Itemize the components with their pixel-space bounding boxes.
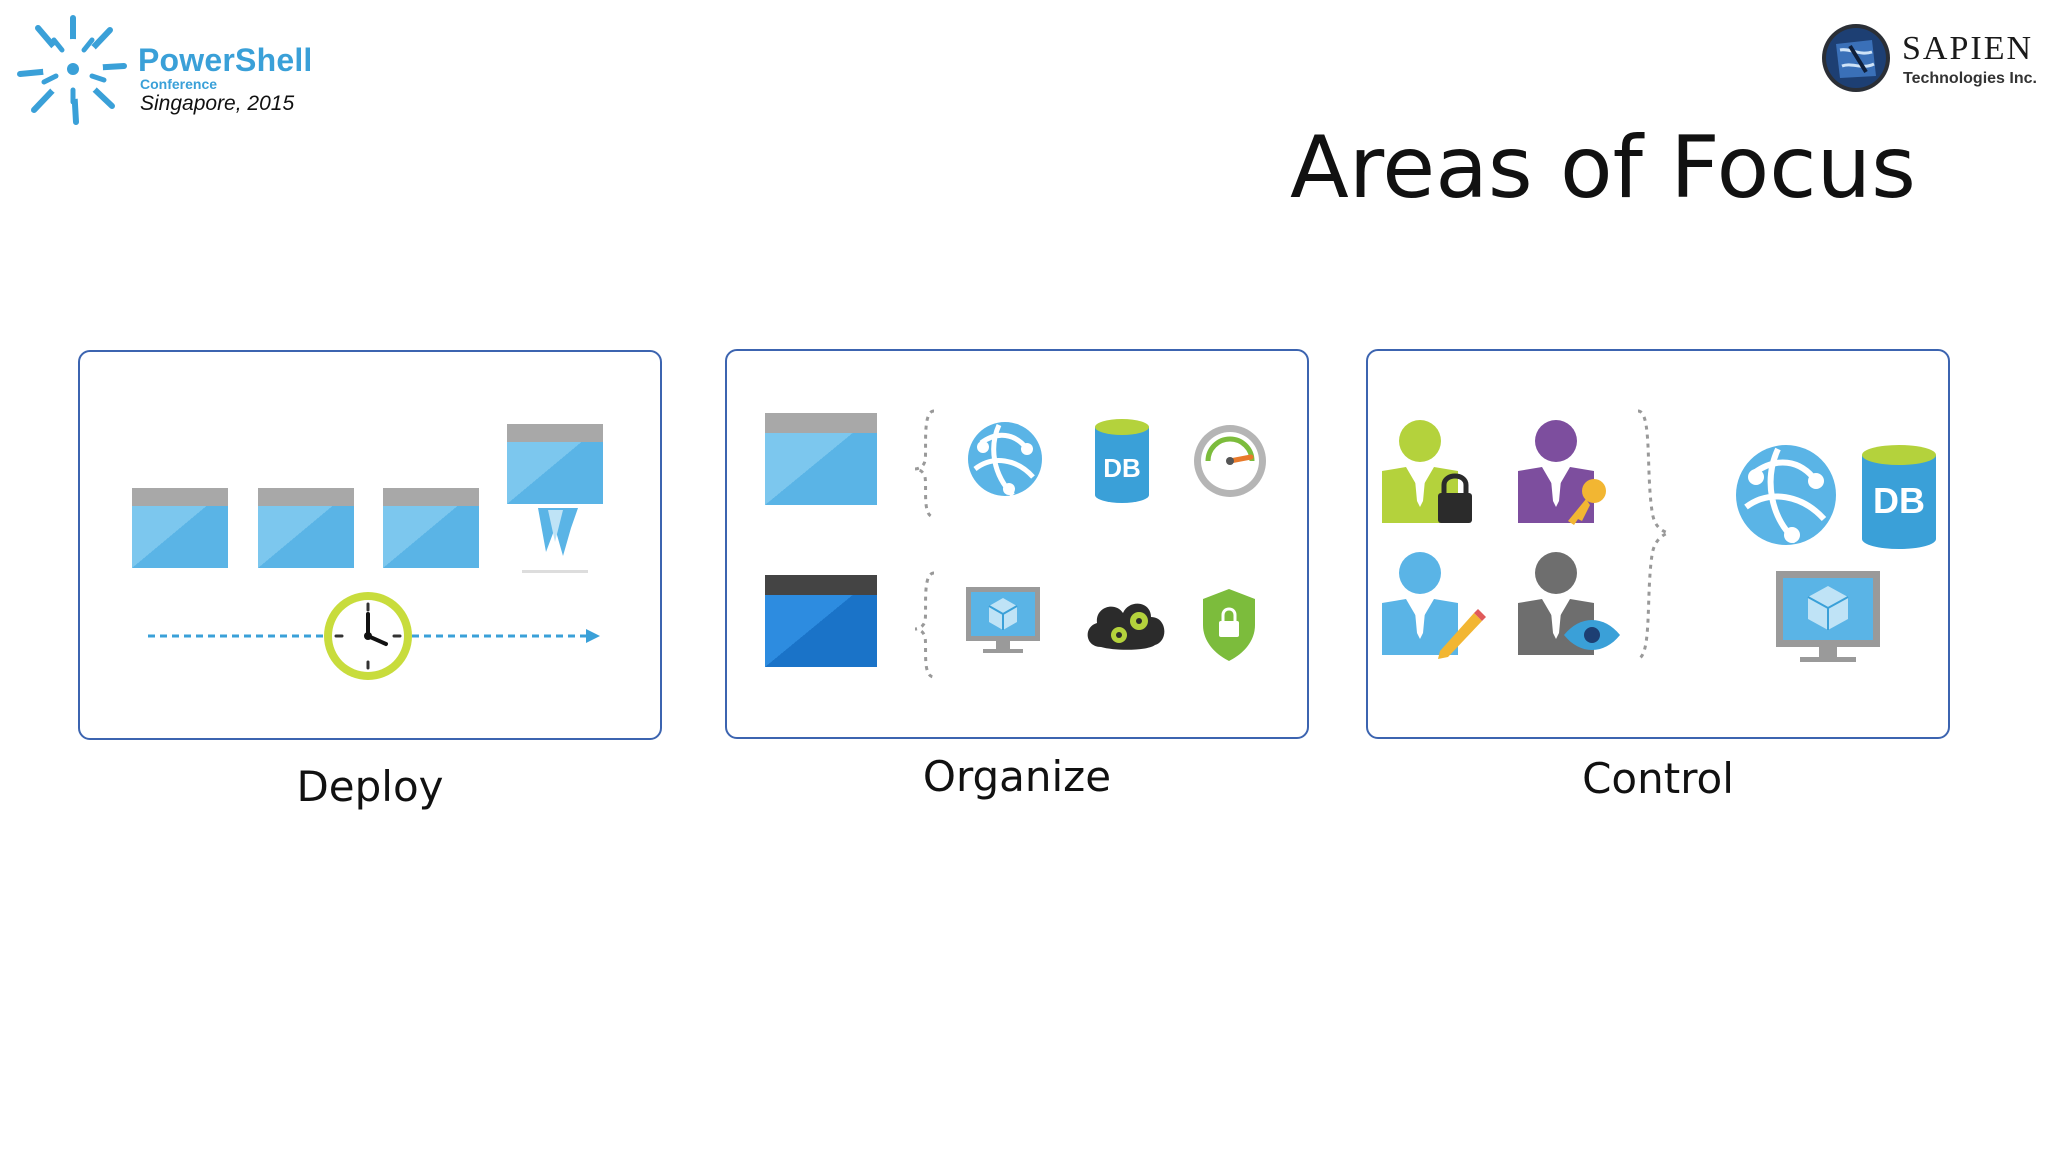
conference-logo: PowerShell Conference Singapore, 2015 — [10, 6, 313, 126]
shield-lock-icon — [1203, 589, 1255, 661]
window-icon — [132, 488, 228, 568]
organize-illustration: DB — [765, 409, 1266, 679]
conference-name: PowerShell — [138, 42, 313, 78]
organize-panel: DB — [725, 349, 1309, 739]
user-edit-icon — [1382, 552, 1486, 659]
user-key-icon — [1518, 420, 1606, 525]
deploy-panel — [78, 350, 662, 740]
sponsor-logo: SAPIEN Technologies Inc. — [1820, 22, 2046, 102]
cloud-gears-icon — [1087, 603, 1165, 650]
deploy-illustration — [132, 424, 603, 680]
db-label: DB — [1873, 480, 1925, 521]
vm-monitor-icon — [966, 587, 1040, 653]
rocket-icon — [507, 424, 603, 573]
database-icon: DB — [1095, 419, 1149, 503]
conference-subtitle: Conference — [140, 76, 218, 92]
db-label: DB — [1103, 453, 1141, 483]
vm-monitor-icon — [1776, 571, 1880, 662]
sponsor-name: SAPIEN — [1902, 30, 2034, 67]
conference-location: Singapore, 2015 — [140, 92, 295, 115]
control-caption: Control — [1582, 754, 1734, 803]
deploy-caption: Deploy — [296, 762, 444, 811]
bracket — [914, 409, 935, 679]
web-globe-icon — [1736, 445, 1836, 545]
web-globe-icon — [968, 422, 1042, 497]
user-view-icon — [1518, 552, 1620, 655]
gauge-icon — [1194, 425, 1266, 497]
user-lock-icon — [1382, 420, 1472, 523]
organize-caption: Organize — [922, 752, 1112, 801]
sponsor-subtitle: Technologies Inc. — [1903, 70, 2037, 87]
sapien-badge-icon — [1822, 24, 1890, 92]
powershell-star-icon — [17, 15, 127, 125]
database-icon: DB — [1862, 445, 1936, 549]
control-illustration: DB — [1382, 409, 1936, 662]
window-icon — [383, 488, 479, 568]
window-icon — [258, 488, 354, 568]
control-panel: DB — [1366, 349, 1950, 739]
slide-title: Areas of Focus — [1290, 118, 1916, 218]
bracket — [1637, 409, 1673, 661]
window-icon — [765, 413, 877, 505]
window-dark-icon — [765, 575, 877, 667]
clock-icon — [324, 592, 412, 680]
